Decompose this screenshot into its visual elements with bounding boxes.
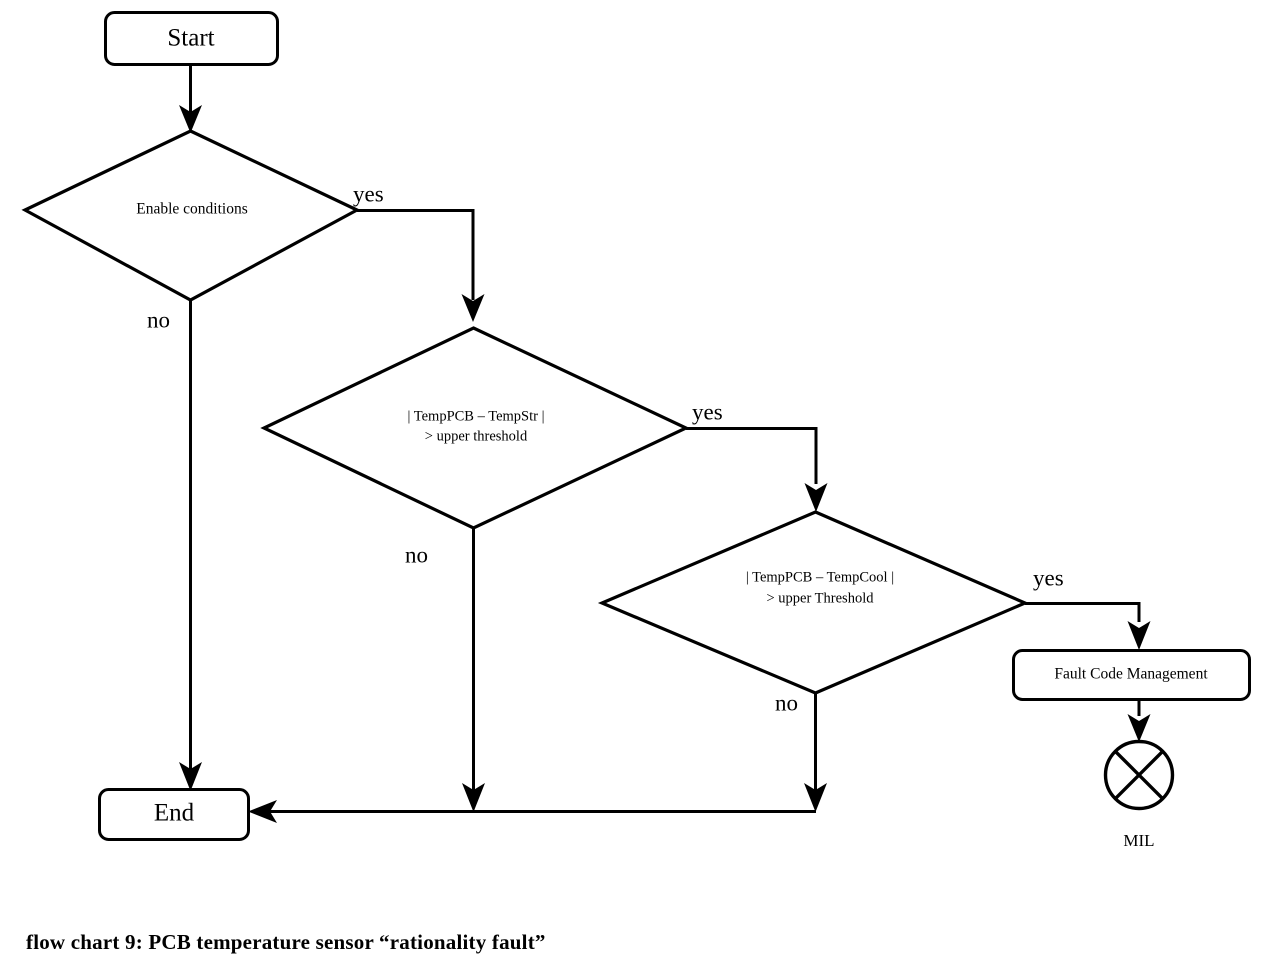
edge-label-no: no: [405, 542, 428, 567]
edge-label-no: no: [775, 690, 798, 715]
mil-label: MIL: [1123, 831, 1154, 850]
compare-str-label-line2: > upper threshold: [425, 428, 528, 444]
edge-label-yes: yes: [353, 181, 384, 206]
arrow-head-icon: [804, 783, 827, 812]
compare-str-label-line1: | TempPCB – TempStr |: [408, 408, 545, 424]
edge-line: [357, 209, 475, 300]
edge-compare-cool-no: no: [775, 690, 827, 812]
arrow-head-icon: [804, 483, 828, 512]
edge-fault-code-to-mil: [1127, 699, 1151, 742]
compare-cool-label-line2: > upper Threshold: [767, 590, 875, 606]
edge-compare-str-no: no: [405, 528, 485, 812]
edge-bottom-rail-to-end: [248, 800, 816, 823]
edge-enable-yes: yes: [353, 181, 485, 322]
start-label: Start: [167, 25, 214, 52]
node-fault-code-management[interactable]: Fault Code Management: [1012, 649, 1251, 701]
end-label: End: [154, 800, 195, 827]
edge-line: [1025, 602, 1141, 622]
node-compare-str[interactable]: | TempPCB – TempStr | > upper threshold: [260, 326, 690, 530]
node-enable-conditions[interactable]: Enable conditions: [21, 129, 361, 302]
node-compare-cool[interactable]: | TempPCB – TempCool | > upper Threshold: [597, 510, 1030, 695]
arrow-head-icon: [461, 294, 485, 322]
fault-code-management-label: Fault Code Management: [1054, 666, 1208, 683]
edge-label-no: no: [147, 307, 170, 332]
fault-code-management-box[interactable]: [1012, 649, 1251, 701]
edge-enable-no: no: [147, 300, 202, 791]
compare-cool-label-line1: | TempPCB – TempCool |: [746, 569, 894, 585]
arrow-head-icon: [179, 105, 202, 133]
edge-label-yes: yes: [692, 399, 723, 424]
edge-label-yes: yes: [1033, 565, 1064, 590]
arrow-head-icon: [179, 762, 202, 791]
arrow-head-icon: [1127, 621, 1151, 650]
node-mil[interactable]: MIL: [1103, 739, 1175, 850]
edge-compare-cool-yes: yes: [1025, 565, 1151, 650]
edge-start-to-enable: [179, 64, 202, 133]
edge-line: [686, 427, 818, 484]
node-end[interactable]: End: [98, 788, 250, 841]
edge-compare-str-yes: yes: [686, 399, 828, 512]
arrow-head-icon: [462, 783, 485, 812]
end-box[interactable]: [98, 788, 250, 841]
figure-caption: flow chart 9: PCB temperature sensor “ra…: [26, 930, 546, 954]
arrow-head-icon: [1127, 714, 1151, 742]
arrow-head-icon: [248, 800, 277, 823]
node-start[interactable]: Start: [104, 11, 279, 66]
mil-cross-icon: [1114, 750, 1164, 800]
enable-conditions-label: Enable conditions: [136, 201, 248, 218]
